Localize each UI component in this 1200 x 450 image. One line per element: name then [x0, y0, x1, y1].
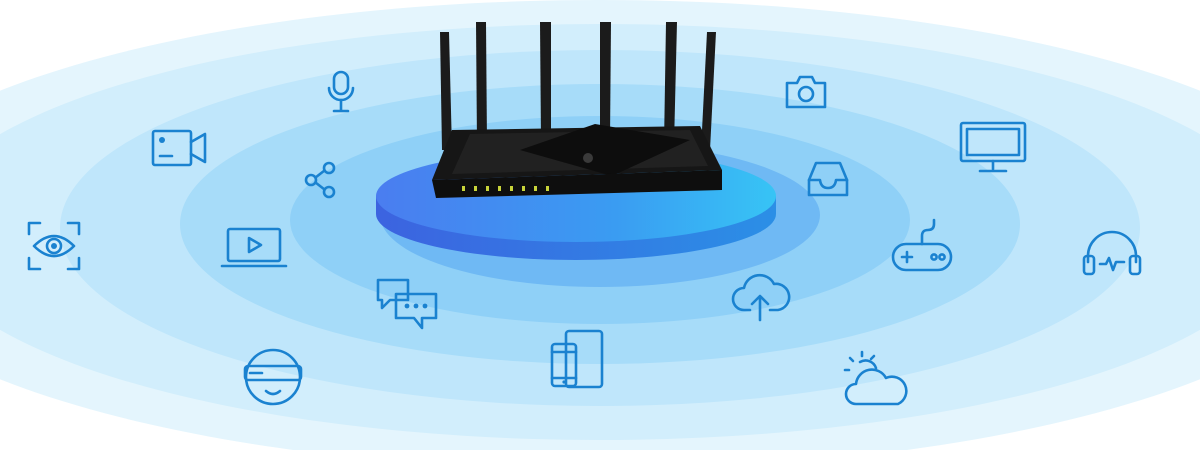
weather-icon	[842, 350, 912, 410]
cloud-upload-icon	[730, 272, 791, 324]
router-antennas	[440, 22, 716, 150]
router-leds	[462, 186, 549, 191]
microphone-icon	[326, 70, 356, 114]
game-controller-icon	[890, 218, 954, 274]
laptop-video-icon	[220, 226, 288, 270]
router-center-panel	[520, 124, 690, 176]
phone-tablet-icon	[548, 328, 606, 390]
camera-icon	[784, 74, 828, 110]
chat-bubbles-icon	[374, 276, 440, 332]
share-icon	[302, 160, 338, 200]
router-front	[432, 170, 722, 198]
vr-headset-icon	[242, 346, 304, 408]
video-camera-icon	[150, 128, 208, 168]
headset-icon	[1080, 228, 1144, 278]
router-logo	[583, 153, 593, 163]
inbox-tray-icon	[806, 160, 850, 198]
eye-scan-icon	[26, 220, 82, 272]
monitor-icon	[958, 120, 1028, 174]
